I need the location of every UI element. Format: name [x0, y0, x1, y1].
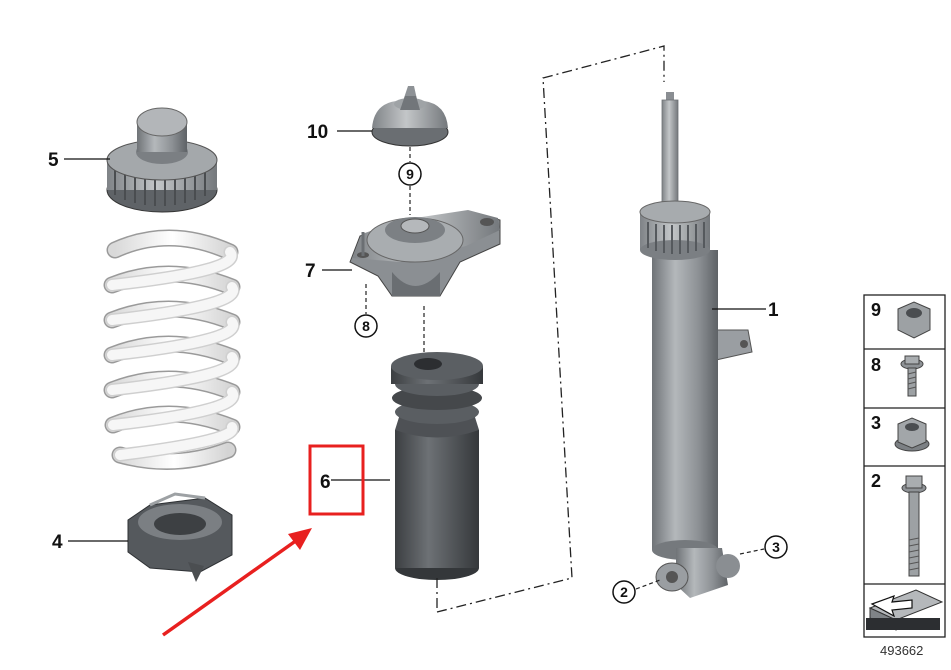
part-7-strut-mount — [349, 210, 501, 297]
callout-4: 4 — [52, 532, 63, 553]
part-10-rubber-cap — [371, 86, 449, 147]
axis-3 — [739, 548, 765, 555]
callout-5: 5 — [48, 150, 59, 171]
callout-10: 10 — [307, 122, 328, 143]
flange-nut-icon — [894, 417, 930, 452]
part-1-shock-absorber — [639, 92, 753, 598]
circle-8-label: 8 — [362, 318, 370, 334]
side-item-3: 3 — [871, 413, 930, 452]
circle-9 — [398, 162, 422, 186]
side-item-9: 9 — [871, 300, 931, 339]
hex-nut-icon — [897, 301, 931, 339]
circle-9-label: 9 — [406, 166, 414, 182]
direction-arrow-icon — [866, 589, 944, 631]
side-panel: 9 8 3 — [863, 294, 946, 638]
side-item-3-label: 3 — [871, 413, 881, 433]
side-item-2: 2 — [871, 471, 927, 577]
callout-7: 7 — [305, 261, 316, 282]
axis-2 — [635, 579, 661, 590]
flange-bolt-icon — [900, 355, 924, 397]
part-6-bump-stop — [391, 352, 483, 580]
callout-6: 6 — [320, 472, 331, 493]
part-4-spring-pad — [127, 492, 233, 582]
side-item-2-label: 2 — [871, 471, 881, 491]
part-5-spring-cap — [106, 107, 218, 213]
circle-2 — [612, 580, 636, 604]
reference-number: 493662 — [880, 643, 923, 658]
long-bolt-icon — [901, 475, 927, 577]
circle-2-label: 2 — [620, 584, 628, 600]
callout-1: 1 — [768, 300, 779, 321]
highlight-box — [308, 444, 365, 516]
side-item-9-label: 9 — [871, 300, 881, 320]
circle-3-label: 3 — [772, 539, 780, 555]
assembly-line — [436, 45, 665, 613]
circle-8 — [354, 314, 378, 338]
side-item-8-label: 8 — [871, 355, 881, 375]
coil-spring — [103, 229, 241, 470]
side-item-8: 8 — [871, 355, 924, 397]
circle-3 — [764, 535, 788, 559]
red-arrow — [161, 528, 312, 637]
